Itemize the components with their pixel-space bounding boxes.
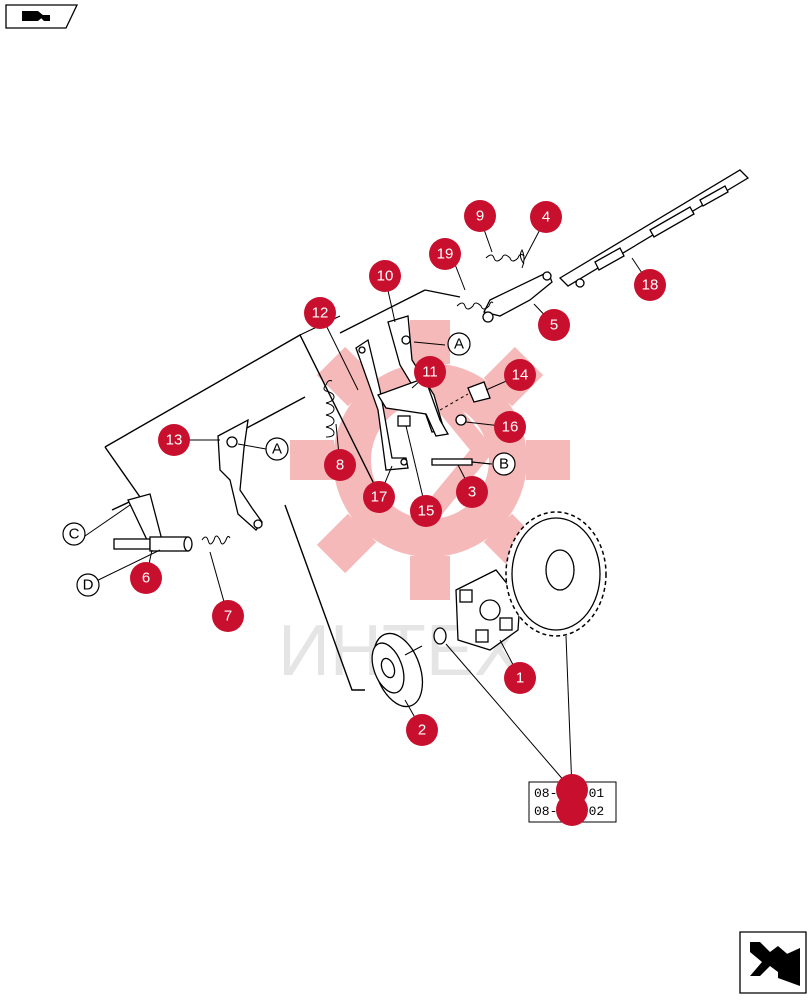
part-8-spring (323, 384, 335, 438)
part-14-bolt (439, 381, 491, 411)
svg-text:2: 2 (418, 722, 426, 739)
part-12-link (355, 338, 409, 471)
callout-19[interactable]: 19 (429, 238, 461, 270)
callout-15[interactable]: 15 (410, 495, 442, 527)
svg-text:A: A (272, 441, 282, 458)
part-7-spring (201, 535, 231, 545)
svg-text:3: 3 (468, 484, 476, 501)
svg-text:19: 19 (437, 246, 454, 263)
callout-6[interactable]: 6 (130, 562, 162, 594)
svg-text:7: 7 (224, 608, 232, 625)
callout-8[interactable]: 8 (324, 449, 356, 481)
callout-13[interactable]: 13 (158, 424, 190, 456)
callout-3[interactable]: 3 (456, 476, 488, 508)
reference-box-callout[interactable] (556, 774, 588, 826)
callout-14[interactable]: 14 (504, 359, 536, 391)
svg-text:12: 12 (312, 305, 329, 322)
part-18-rod (558, 169, 750, 288)
callout-5[interactable]: 5 (538, 309, 570, 341)
ref-b[interactable]: B (492, 452, 516, 476)
svg-text:11: 11 (422, 364, 438, 381)
svg-text:9: 9 (476, 208, 484, 225)
svg-text:17: 17 (371, 489, 388, 506)
callout-12[interactable]: 12 (304, 297, 336, 329)
back-arrow-icon[interactable] (5, 4, 79, 29)
svg-text:14: 14 (512, 367, 529, 384)
next-page-icon[interactable] (739, 931, 807, 994)
part-1-carrier (455, 569, 521, 651)
callout-16[interactable]: 16 (494, 411, 526, 443)
svg-text:8: 8 (336, 457, 344, 474)
callout-7[interactable]: 7 (212, 600, 244, 632)
part-15-pin (397, 415, 411, 427)
part-16-ring (455, 414, 467, 426)
callout-10[interactable]: 10 (369, 260, 401, 292)
ref-a-upper[interactable]: A (447, 332, 471, 356)
svg-text:18: 18 (642, 277, 659, 294)
part-4-clip (519, 249, 525, 269)
callout-11[interactable]: 11 (414, 356, 446, 388)
svg-text:5: 5 (550, 317, 558, 334)
svg-text:10: 10 (377, 268, 394, 285)
svg-text:16: 16 (502, 419, 519, 436)
callout-1[interactable]: 1 (504, 662, 536, 694)
svg-text:13: 13 (166, 432, 183, 449)
part-2-pulley (371, 632, 424, 708)
callout-9[interactable]: 9 (464, 200, 496, 232)
ref-d[interactable]: D (76, 573, 100, 597)
part-9-spring (485, 253, 525, 262)
callout-4[interactable]: 4 (530, 201, 562, 233)
washer (433, 627, 447, 645)
svg-text:1: 1 (516, 670, 524, 687)
ref-a-lower[interactable]: A (265, 437, 289, 461)
svg-text:6: 6 (142, 570, 150, 587)
svg-text:B: B (499, 456, 509, 473)
part-19-spring (456, 301, 494, 310)
svg-text:4: 4 (542, 209, 550, 226)
callout-2[interactable]: 2 (406, 714, 438, 746)
part-6-shaft (113, 493, 193, 552)
callout-17[interactable]: 17 (363, 481, 395, 513)
ref-c[interactable]: C (62, 522, 86, 546)
part-5-lever (482, 271, 553, 323)
svg-text:A: A (454, 336, 464, 353)
svg-text:D: D (83, 577, 94, 594)
part-13-arm (217, 418, 263, 531)
svg-text:15: 15 (418, 503, 435, 520)
gear (505, 511, 607, 637)
svg-text:C: C (69, 526, 80, 543)
callout-18[interactable]: 18 (634, 269, 666, 301)
